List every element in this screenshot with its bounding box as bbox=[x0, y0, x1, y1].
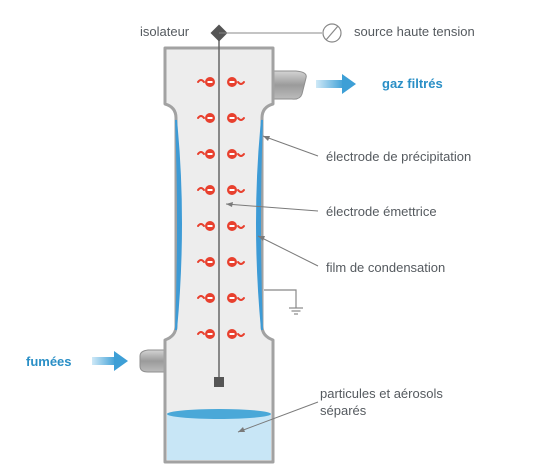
precipitation-electrode-label: électrode de précipitation bbox=[326, 149, 472, 164]
condensation-film-right bbox=[256, 119, 263, 331]
outlet-flow-arrow bbox=[316, 74, 356, 94]
isolator-label: isolateur bbox=[140, 24, 190, 39]
particle-tails bbox=[197, 79, 245, 337]
condensation-film-label: film de condensation bbox=[326, 260, 446, 275]
particles-label-line1: particules et aérosols bbox=[320, 386, 443, 401]
electrode-weight bbox=[214, 377, 224, 387]
hv-icon bbox=[322, 23, 342, 43]
liquid-surface bbox=[167, 409, 271, 419]
liquid-pool bbox=[167, 414, 271, 460]
filtered-gas-label: gaz filtrés bbox=[382, 76, 443, 91]
ground-icon bbox=[264, 289, 303, 315]
inlet-flow-arrow bbox=[92, 351, 128, 371]
particles-label-line2: séparés bbox=[320, 403, 367, 418]
hv-source-label: source haute tension bbox=[354, 24, 475, 39]
particle-charges bbox=[207, 81, 235, 335]
emitting-electrode-label: électrode émettrice bbox=[326, 204, 437, 219]
condensation-film-left bbox=[175, 119, 182, 331]
leader-arrowheads bbox=[226, 136, 270, 432]
leader-lines bbox=[225, 135, 319, 433]
fumes-label: fumées bbox=[26, 354, 72, 369]
